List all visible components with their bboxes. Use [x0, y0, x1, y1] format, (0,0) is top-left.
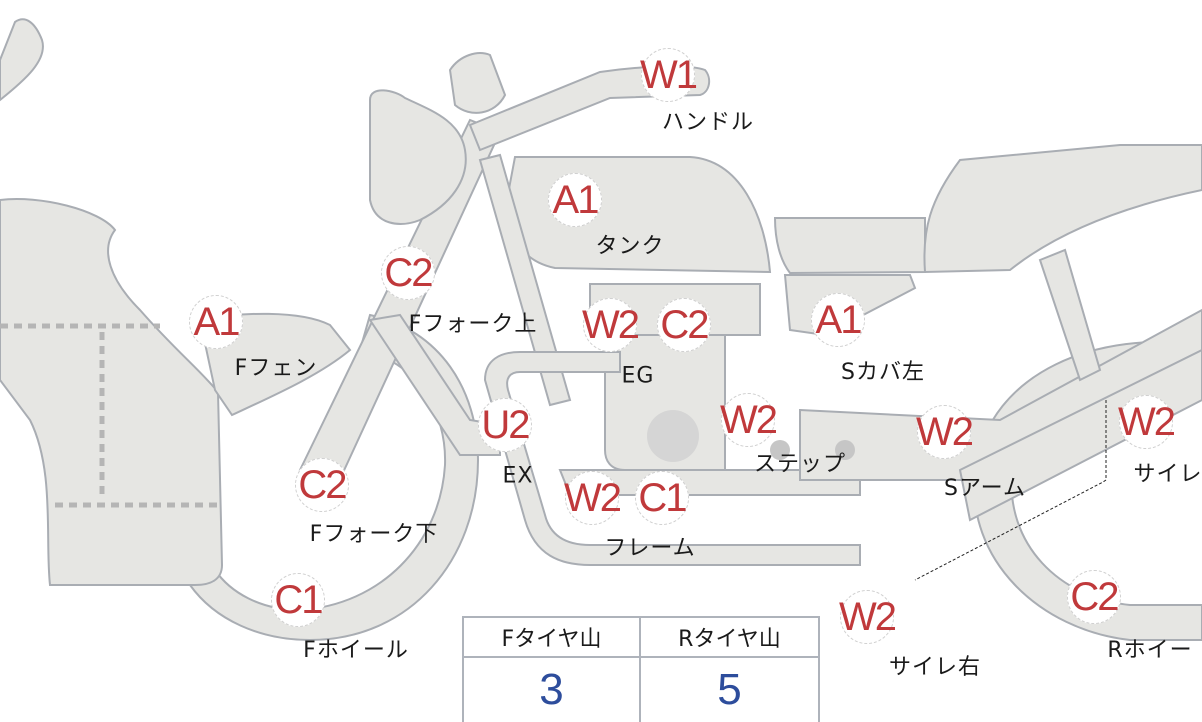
condition-marker-ffork-lower: C2 [295, 458, 349, 512]
rider-shape [0, 198, 224, 586]
part-label-eg: EG [621, 363, 655, 389]
condition-marker-eg-c: C2 [657, 298, 711, 352]
condition-marker-handle: W1 [640, 48, 698, 102]
exhaust-shape [483, 351, 861, 566]
rider-arm-shape [0, 18, 44, 102]
condition-marker-fwheel: C1 [271, 573, 325, 627]
condition-marker-ffork-upper: C2 [381, 246, 435, 300]
header-front-tire: Fタイヤ山 [464, 618, 641, 658]
swing-arm-shape [799, 308, 1202, 481]
condition-marker-silencer-right: W2 [839, 590, 897, 644]
headlight-shape [369, 89, 467, 225]
condition-marker-tank: A1 [548, 173, 602, 227]
condition-marker-sarm: W2 [916, 405, 974, 459]
part-label-tank: タンク [595, 234, 665, 259]
condition-marker-frame-w: W2 [564, 471, 622, 525]
part-label-ex: EX [502, 463, 534, 489]
part-label-scover-left: Sカバ左 [841, 360, 925, 385]
condition-marker-rwheel: C2 [1067, 570, 1121, 624]
condition-marker-ex: U2 [478, 398, 532, 452]
part-label-frame: フレーム [604, 536, 696, 561]
condition-marker-frame-c: C1 [635, 471, 689, 525]
part-label-silencer: サイレ [1133, 462, 1202, 487]
meter-shape [448, 52, 507, 114]
part-label-fwheel: Fホイール [303, 638, 409, 663]
tire-tread-table: Fタイヤ山 Rタイヤ山 3 5 [462, 616, 820, 722]
seat-shape [773, 217, 926, 275]
part-label-sarm: Sアーム [944, 476, 1026, 501]
condition-marker-step: W2 [720, 393, 778, 447]
condition-marker-ffender: A1 [189, 295, 243, 349]
condition-marker-scover-left: A1 [811, 293, 865, 347]
part-label-ffork-upper: Fフォーク上 [408, 312, 538, 337]
condition-marker-silencer: W2 [1118, 395, 1176, 449]
header-rear-tire: Rタイヤ山 [641, 618, 818, 658]
part-label-step: ステップ [753, 452, 847, 477]
value-rear-tire: 5 [717, 665, 742, 714]
condition-marker-eg-w: W2 [582, 298, 640, 352]
frame-tube-shape [478, 153, 572, 407]
silencer-shape [958, 348, 1202, 522]
front-wheel-shape [188, 313, 480, 642]
value-front-tire: 3 [464, 658, 641, 722]
part-label-rwheel: Rホイー [1107, 638, 1193, 663]
part-label-silencer-right: サイレ右 [888, 655, 982, 680]
part-label-ffork-lower: Fフォーク下 [309, 522, 439, 547]
shock-shape [1038, 248, 1102, 382]
part-label-ffender: Fフェン [234, 356, 318, 381]
part-label-handle: ハンドル [661, 110, 755, 135]
